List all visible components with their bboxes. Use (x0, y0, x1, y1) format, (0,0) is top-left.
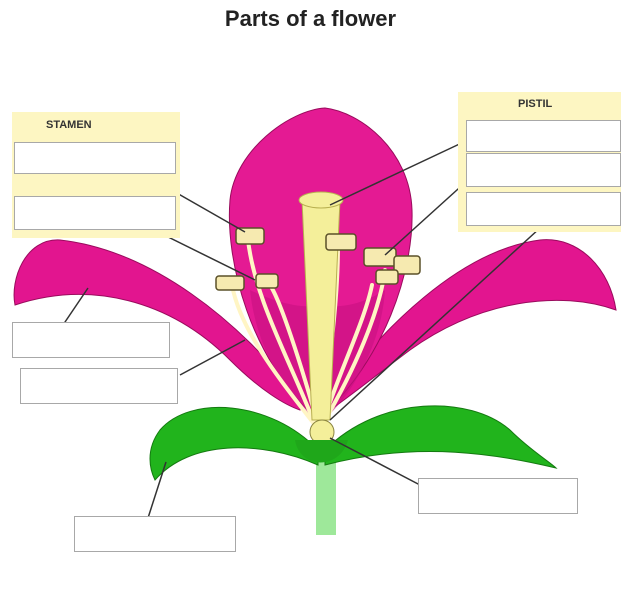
pistil-box-1[interactable] (466, 120, 621, 152)
pistil-group-label: PISTIL (458, 92, 621, 116)
bottom-left-box[interactable] (74, 516, 236, 552)
stigma (299, 192, 343, 208)
left-box-2[interactable] (20, 368, 178, 404)
left-box-1[interactable] (12, 322, 170, 358)
bottom-right-box[interactable] (418, 478, 578, 514)
pistil-box-2[interactable] (466, 153, 621, 187)
stem (316, 455, 336, 535)
stamen-box-1[interactable] (14, 142, 176, 174)
sepal-right (325, 406, 556, 468)
stamen-box-2[interactable] (14, 196, 176, 230)
sepal-left (150, 407, 318, 480)
stamen-group-label: STAMEN (12, 112, 180, 138)
pistil-box-3[interactable] (466, 192, 621, 226)
